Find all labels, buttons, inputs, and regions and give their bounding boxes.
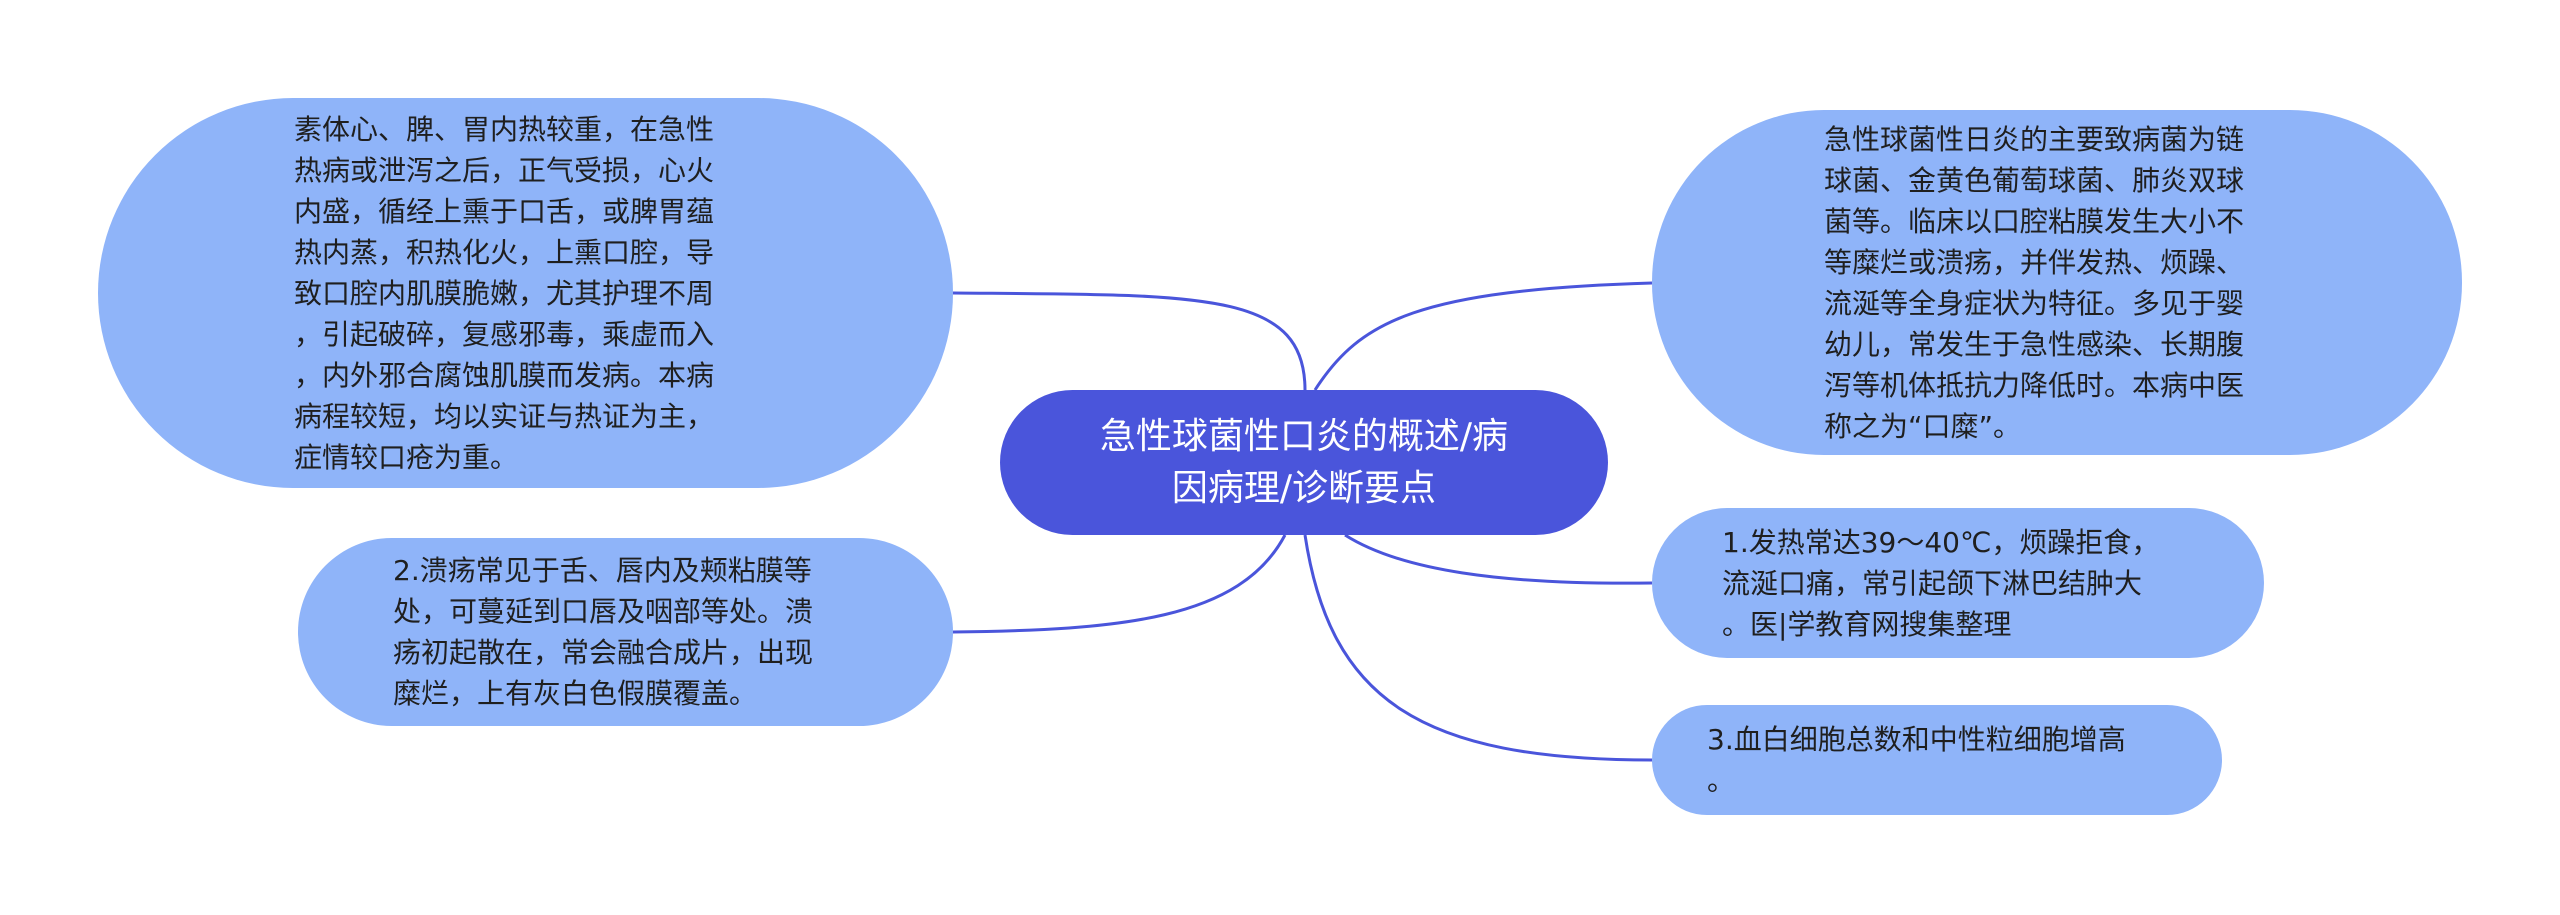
topic-node-pathogenesis[interactable]: 素体心、脾、胃内热较重，在急性 热病或泄泻之后，正气受损，心火 内盛，循经上熏于… [98, 98, 953, 488]
topic-node-ulcer[interactable]: 2.溃疡常见于舌、唇内及颊粘膜等 处，可蔓延到口唇及咽部等处。溃 疡初起散在，常… [298, 538, 953, 726]
central-topic-text: 急性球菌性口炎的概述/病 因病理/诊断要点 [1099, 415, 1509, 509]
connector-right-mid [1344, 533, 1653, 585]
topic-node-text: 2.溃疡常见于舌、唇内及颊粘膜等 处，可蔓延到口唇及咽部等处。溃 疡初起散在，常… [393, 554, 814, 710]
topic-node-blood-test[interactable]: 3.血白细胞总数和中性粒细胞增高 。 [1652, 705, 2222, 815]
connector-right-top [1313, 281, 1653, 391]
connector-right-bottom [1303, 534, 1653, 762]
topic-node-text: 1.发热常达39～40℃，烦躁拒食， 流涎口痛，常引起颌下淋巴结肿大 。医|学教… [1722, 525, 2160, 641]
connector-left-top [952, 291, 1307, 391]
topic-node-text: 急性球菌性日炎的主要致病菌为链 球菌、金黄色葡萄球菌、肺炎双球 菌等。临床以口腔… [1824, 122, 2245, 443]
topic-node-text: 3.血白细胞总数和中性粒细胞增高 。 [1707, 723, 2126, 797]
connector-left-bottom [952, 534, 1287, 634]
topic-node-fever[interactable]: 1.发热常达39～40℃，烦躁拒食， 流涎口痛，常引起颌下淋巴结肿大 。医|学教… [1652, 508, 2264, 658]
topic-node-overview[interactable]: 急性球菌性日炎的主要致病菌为链 球菌、金黄色葡萄球菌、肺炎双球 菌等。临床以口腔… [1652, 110, 2462, 455]
central-topic-node[interactable]: 急性球菌性口炎的概述/病 因病理/诊断要点 [1000, 390, 1608, 535]
topic-node-text: 素体心、脾、胃内热较重，在急性 热病或泄泻之后，正气受损，心火 内盛，循经上熏于… [294, 112, 715, 474]
